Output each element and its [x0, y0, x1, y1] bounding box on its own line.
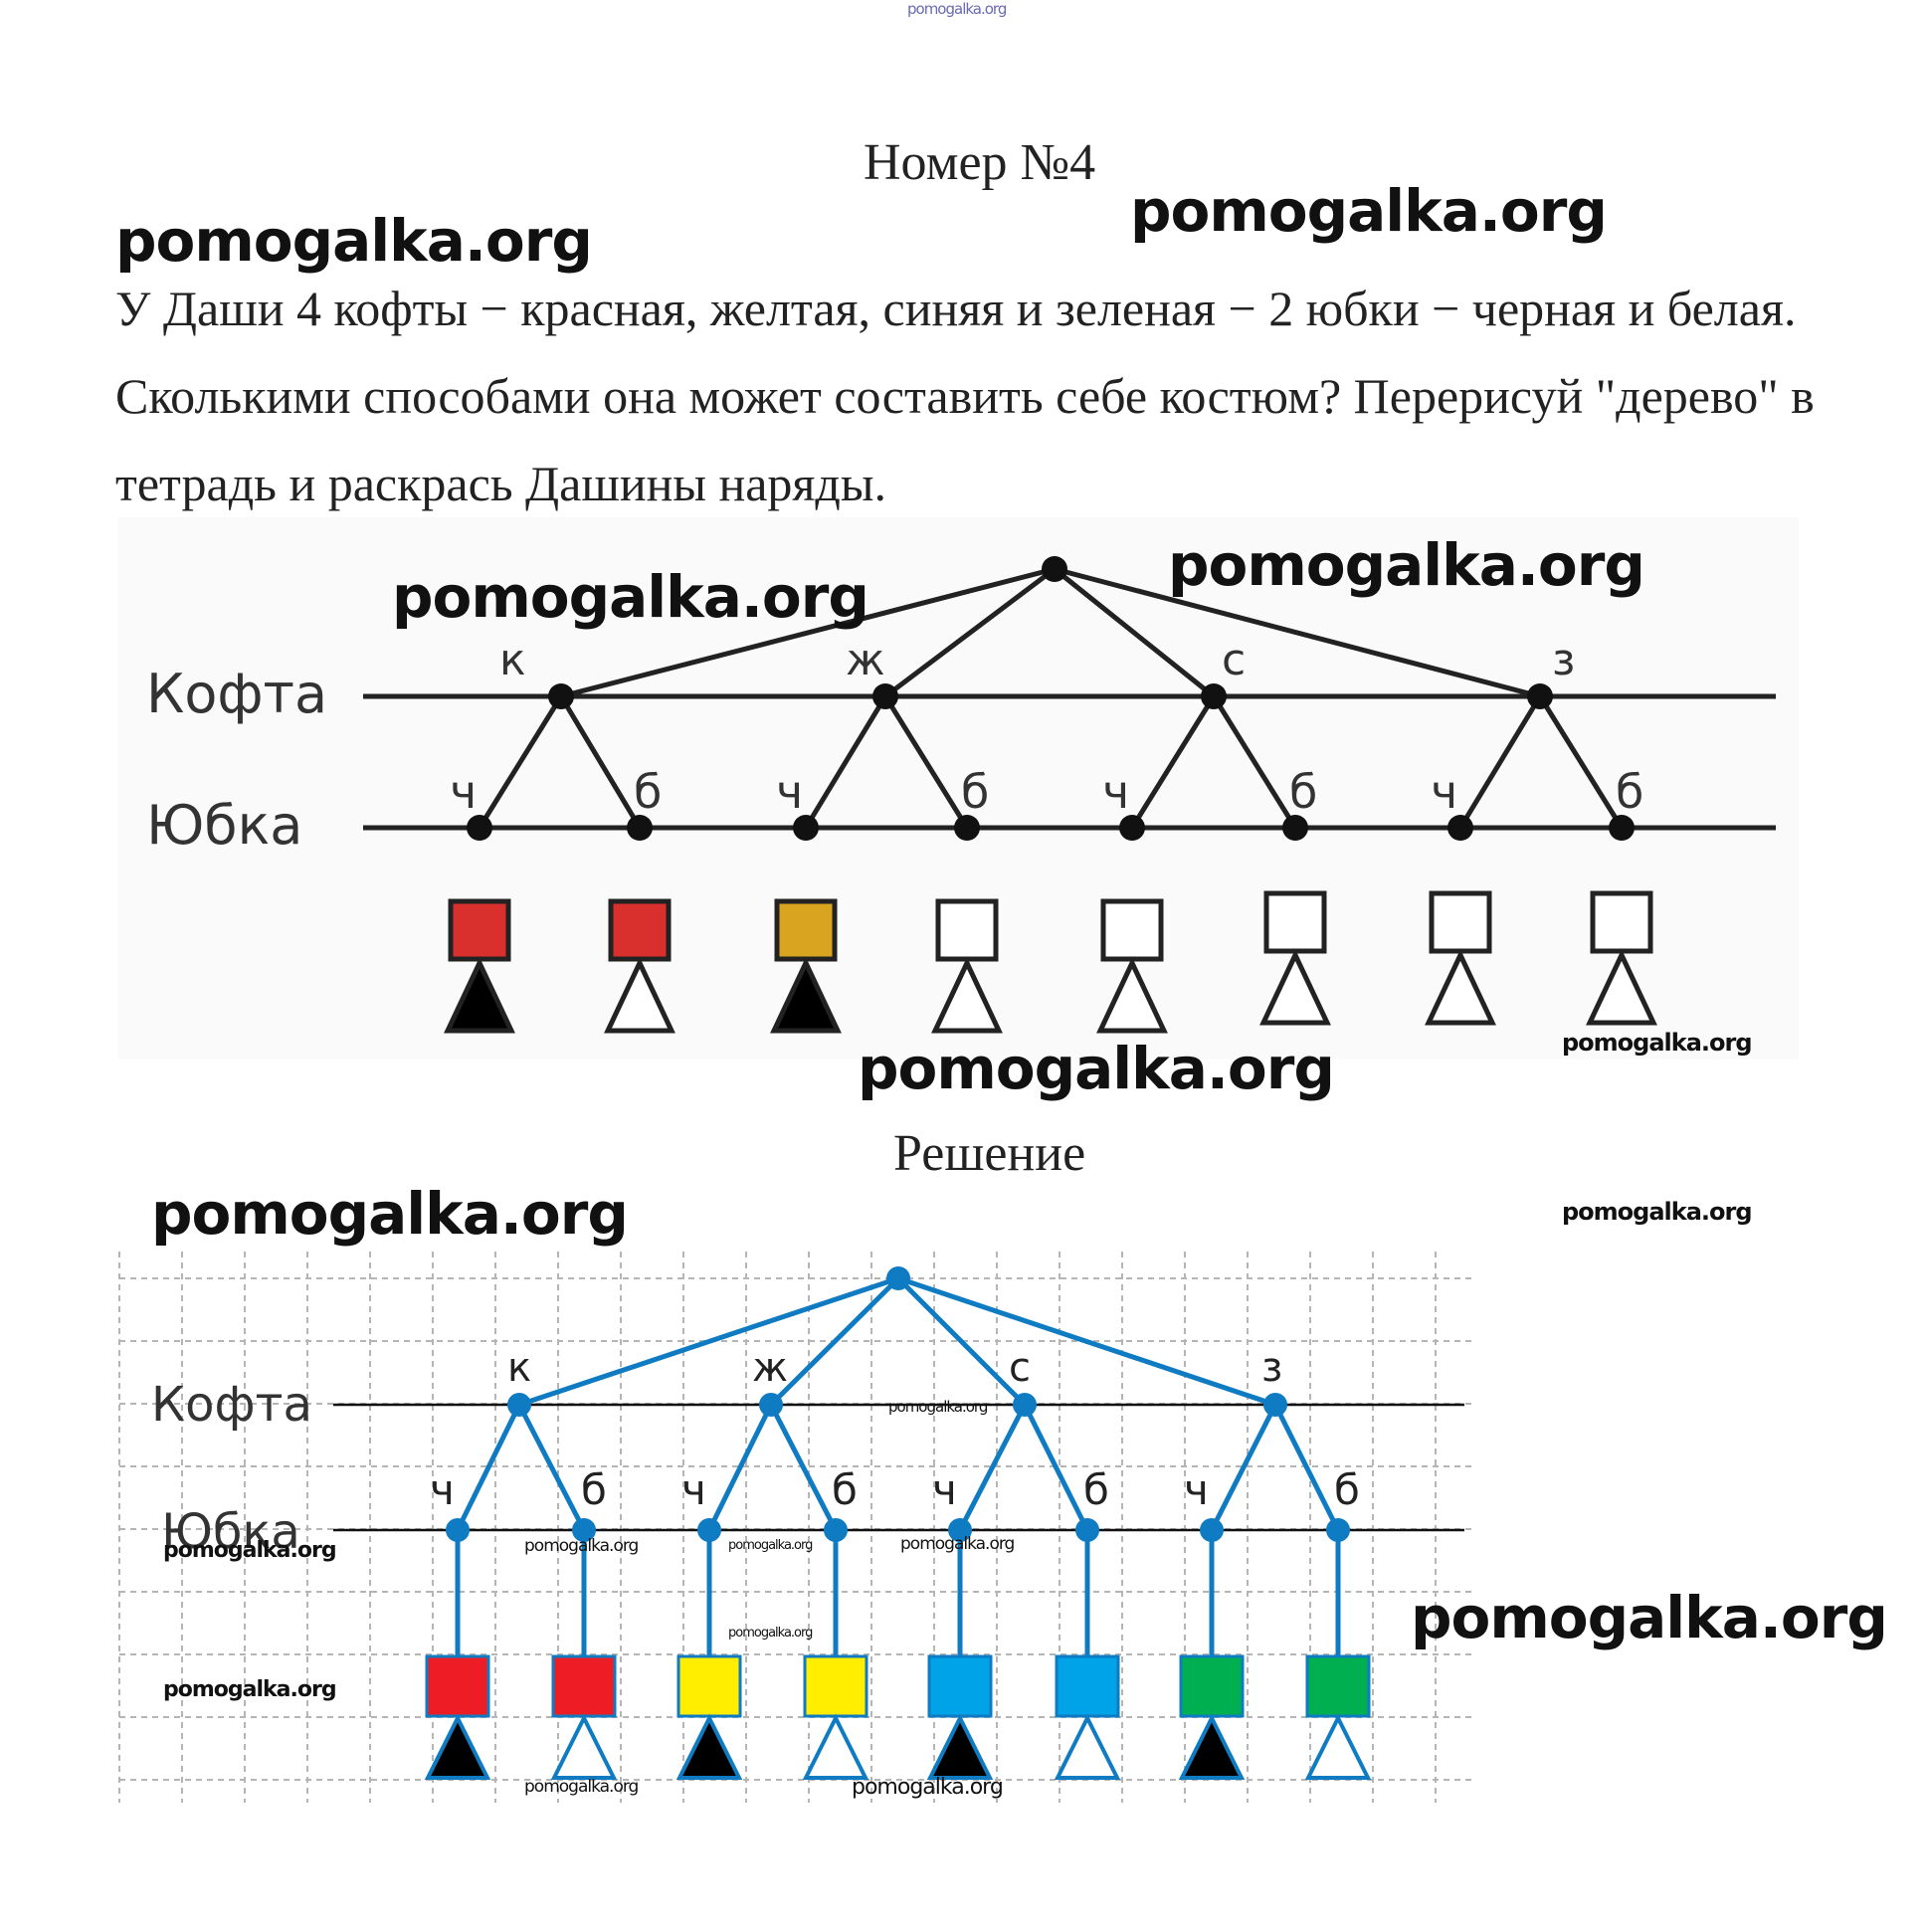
skirt-triangle	[931, 957, 1003, 1034]
tree2-skirt-label: ч	[1184, 1465, 1209, 1514]
tree2-top-label: з	[1261, 1345, 1282, 1391]
watermark: pomogalka.org	[1411, 1584, 1888, 1651]
watermark: pomogalka.org	[888, 1398, 988, 1416]
tree1-top-node	[1201, 683, 1227, 709]
watermark: pomogalka.org	[163, 1677, 337, 1702]
watermark: pomogalka.org	[858, 1035, 1335, 1102]
top-square	[676, 1654, 742, 1718]
tree2-skirt-label: б	[832, 1465, 858, 1514]
watermark: pomogalka.org	[852, 1775, 1004, 1800]
watermark: pomogalka.org	[163, 1538, 337, 1563]
tree1-top-label: с	[1222, 635, 1246, 685]
skirt-triangle	[550, 1713, 618, 1780]
tree2-skirt-label: б	[581, 1465, 607, 1514]
skirt-triangle	[802, 1713, 869, 1780]
tree2-skirt-label: ч	[681, 1465, 706, 1514]
watermark: pomogalka.org	[524, 1536, 639, 1556]
diagram-background	[117, 517, 1799, 1060]
tree1-skirt-label: ч	[776, 765, 803, 819]
top-square	[1590, 890, 1653, 954]
skirt-triangle	[770, 957, 842, 1034]
top-square	[774, 898, 838, 962]
tree1-skirt-label: ч	[1431, 765, 1457, 819]
header-watermark[interactable]: pomogalka.org	[907, 0, 1007, 18]
skirt-triangle	[424, 1713, 491, 1780]
tree2-nodes	[446, 1266, 1350, 1542]
tree2-skirt-label: б	[1334, 1465, 1360, 1514]
tree2-skirt-label: ч	[430, 1465, 455, 1514]
tree1-top-label: к	[499, 635, 526, 685]
tree1-skirt-label: б	[961, 765, 989, 819]
watermark: pomogalka.org	[151, 1180, 629, 1248]
skirt-triangle	[1586, 949, 1657, 1026]
problem-text: У Даши 4 кофты − красная, желтая, синяя …	[115, 281, 1815, 511]
tree1-skirt-label: б	[1289, 765, 1317, 819]
tree2-top-label: с	[1009, 1345, 1031, 1391]
watermark: pomogalka.org	[900, 1534, 1015, 1554]
tree1-skirt-label: ч	[450, 765, 477, 819]
watermark: pomogalka.org	[728, 1538, 813, 1553]
watermark: pomogalka.org	[728, 1626, 813, 1641]
watermark: pomogalka.org	[1130, 177, 1608, 245]
skirt-triangle	[675, 1713, 743, 1780]
tree2-top-label: к	[507, 1345, 531, 1391]
tree2-skirt-label: б	[1083, 1465, 1109, 1514]
top-square	[927, 1654, 993, 1718]
tree1-skirt-edges	[477, 694, 1625, 830]
watermark: pomogalka.org	[524, 1777, 639, 1797]
row-label-kofta: Кофта	[151, 1377, 312, 1433]
top-square	[1305, 1654, 1371, 1718]
row-label-kofta: Кофта	[146, 663, 327, 725]
tree1-skirt-label: б	[1616, 765, 1643, 819]
tree-diagram-task: Кофта Юбка к ж с з ч б ч б ч б ч б	[117, 517, 1799, 1060]
top-square	[803, 1654, 868, 1718]
top-square	[1179, 1654, 1245, 1718]
top-square	[448, 898, 511, 962]
skirt-triangle	[604, 957, 675, 1034]
top-square	[935, 898, 999, 962]
skirt-triangle	[1259, 949, 1331, 1026]
row-label-yubka: Юбка	[161, 1504, 300, 1560]
skirt-triangle	[926, 1713, 994, 1780]
watermark: pomogalka.org	[1562, 1198, 1753, 1226]
tree1-top-node	[872, 683, 898, 709]
tree1-skirt-nodes	[467, 815, 1635, 841]
tree1-root-node	[1042, 556, 1067, 582]
tree1-outfits	[444, 890, 1657, 1034]
top-square	[1263, 890, 1327, 954]
skirt-triangle	[1096, 957, 1168, 1034]
top-square	[1055, 1654, 1120, 1718]
watermark: pomogalka.org	[115, 207, 593, 275]
page-title: Номер №4	[864, 134, 1096, 191]
tree1-top-label: ж	[846, 635, 885, 685]
skirt-triangle	[1425, 949, 1496, 1026]
skirt-triangle	[1304, 1713, 1372, 1780]
tree1-skirt-label: ч	[1102, 765, 1129, 819]
row-label-yubka: Юбка	[146, 794, 302, 857]
watermark: pomogalka.org	[392, 563, 869, 631]
tree2-outfits	[424, 1654, 1372, 1780]
top-square	[425, 1654, 490, 1718]
tree2-top-label: ж	[752, 1345, 788, 1391]
top-square	[551, 1654, 617, 1718]
watermark: pomogalka.org	[1562, 1029, 1753, 1057]
solution-title: Решение	[893, 1125, 1086, 1182]
tree1-top-node	[548, 683, 574, 709]
tree1-skirt-label: б	[634, 765, 662, 819]
tree1-top-label: з	[1552, 635, 1575, 685]
top-square	[1429, 890, 1492, 954]
skirt-triangle	[1054, 1713, 1121, 1780]
skirt-triangle	[1178, 1713, 1246, 1780]
tree2-edges	[455, 1275, 1341, 1656]
skirt-triangle	[444, 957, 515, 1034]
notebook-grid	[118, 1252, 1472, 1803]
tree1-top-node	[1527, 683, 1553, 709]
tree2-skirt-label: ч	[932, 1465, 957, 1514]
watermark: pomogalka.org	[1168, 531, 1645, 599]
tree1-top-edges	[560, 566, 1541, 699]
